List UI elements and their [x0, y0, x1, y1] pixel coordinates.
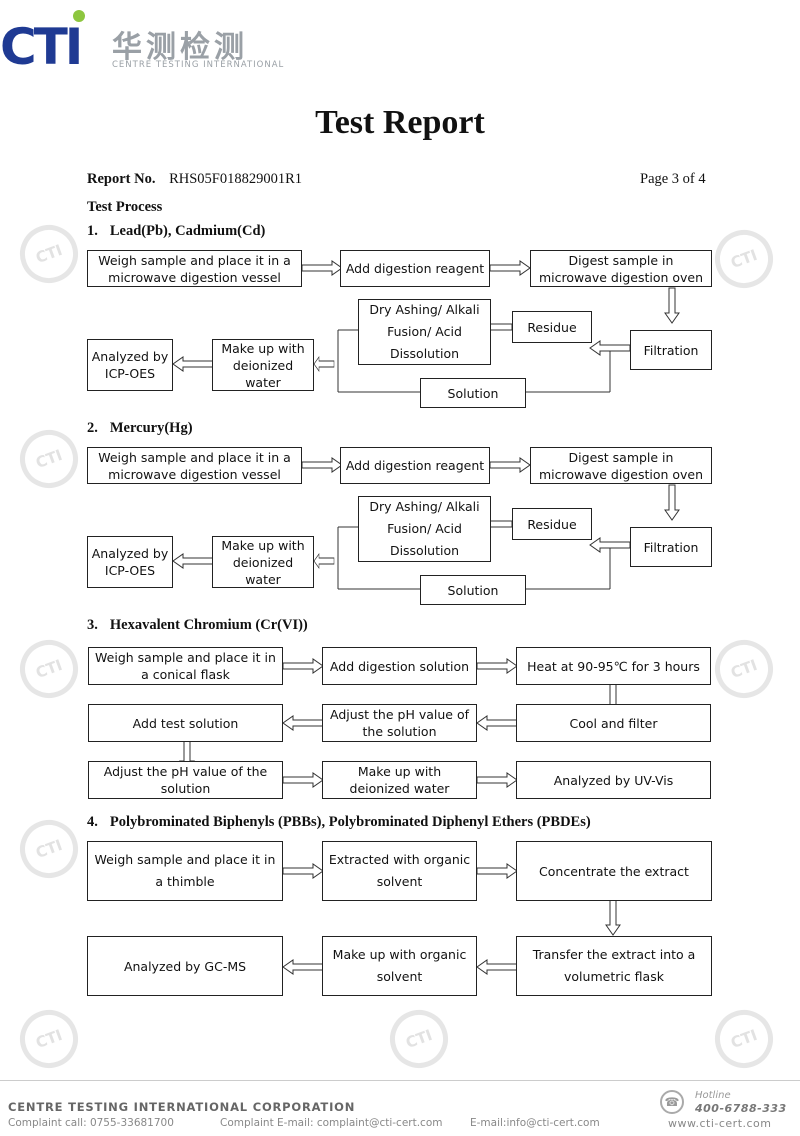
box-adjust-ph: Adjust the pH value of the solution: [322, 704, 477, 742]
box-concentrate: Concentrate the extract: [516, 841, 712, 901]
section-3-title: 3.Hexavalent Chromium (Cr(VI)): [87, 617, 308, 633]
section-heading: Test Process: [87, 199, 163, 215]
box-residue: Residue: [512, 508, 592, 540]
logo-english-name: CENTRE TESTING INTERNATIONAL: [112, 60, 285, 70]
footer-company: CENTRE TESTING INTERNATIONAL CORPORATION: [8, 1100, 356, 1114]
report-number: RHS05F018829001R1: [169, 171, 303, 187]
page-info: Page 3 of 4: [640, 171, 706, 187]
box-analyzed: Analyzed by GC-MS: [87, 936, 283, 996]
footer-divider: [0, 1080, 800, 1081]
box-analyzed: Analyzed by ICP-OES: [87, 536, 173, 588]
footer-complaint-email: Complaint E-mail: complaint@cti-cert.com: [220, 1117, 443, 1129]
box-filtration: Filtration: [630, 527, 712, 567]
cti-logo-graphic: CTI: [0, 10, 85, 76]
box-make-up: Make up with deionized water: [212, 339, 314, 391]
box-weigh-sample: Weigh sample and place it in a conical f…: [88, 647, 283, 685]
box-weigh-sample: Weigh sample and place it in a thimble: [87, 841, 283, 901]
box-cool-filter: Cool and filter: [516, 704, 711, 742]
box-add-digestion-solution: Add digestion solution: [322, 647, 477, 685]
box-adjust-ph-2: Adjust the pH value of the solution: [88, 761, 283, 799]
section-1-title: 1.Lead(Pb), Cadmium(Cd): [87, 223, 266, 239]
report-number-label: Report No.: [87, 171, 156, 187]
logo-chinese-name: 华测检测: [112, 30, 248, 65]
box-weigh-sample: Weigh sample and place it in a microwave…: [87, 447, 302, 484]
section-4-title: 4.Polybrominated Biphenyls (PBBs), Polyb…: [87, 814, 591, 830]
box-solution: Solution: [420, 378, 526, 408]
box-add-test-solution: Add test solution: [88, 704, 283, 742]
box-weigh-sample: Weigh sample and place it in a microwave…: [87, 250, 302, 287]
box-transfer: Transfer the extract into a volumetric f…: [516, 936, 712, 996]
footer-complaint-call: Complaint call: 0755-33681700: [8, 1117, 174, 1129]
box-add-reagent: Add digestion reagent: [340, 250, 490, 287]
footer-email: E-mail:info@cti-cert.com: [470, 1117, 600, 1129]
phone-icon: ☎: [660, 1090, 684, 1114]
box-filtration: Filtration: [630, 330, 712, 370]
box-residue: Residue: [512, 311, 592, 343]
box-dry-ashing: Dry Ashing/ Alkali Fusion/ Acid Dissolut…: [358, 299, 491, 365]
box-make-up: Make up with deionized water: [322, 761, 477, 799]
footer-hotline-label: Hotline: [695, 1090, 731, 1101]
box-digest-sample: Digest sample in microwave digestion ove…: [530, 250, 712, 287]
footer-hotline: 400-6788-333: [695, 1102, 787, 1115]
box-make-up: Make up with deionized water: [212, 536, 314, 588]
page-title: Test Report: [315, 104, 485, 141]
section-2-title: 2.Mercury(Hg): [87, 420, 193, 436]
report-number-row: Report No. RHS05F018829001R1: [87, 171, 302, 188]
box-analyzed: Analyzed by ICP-OES: [87, 339, 173, 391]
box-make-up: Make up with organic solvent: [322, 936, 477, 996]
box-extracted: Extracted with organic solvent: [322, 841, 477, 901]
box-heat: Heat at 90-95℃ for 3 hours: [516, 647, 711, 685]
box-analyzed: Analyzed by UV-Vis: [516, 761, 711, 799]
svg-text:CTI: CTI: [0, 18, 80, 76]
box-solution: Solution: [420, 575, 526, 605]
footer-website: www.cti-cert.com: [668, 1117, 772, 1130]
box-add-reagent: Add digestion reagent: [340, 447, 490, 484]
box-dry-ashing: Dry Ashing/ Alkali Fusion/ Acid Dissolut…: [358, 496, 491, 562]
box-digest-sample: Digest sample in microwave digestion ove…: [530, 447, 712, 484]
cti-logo: CTI: [0, 6, 100, 76]
